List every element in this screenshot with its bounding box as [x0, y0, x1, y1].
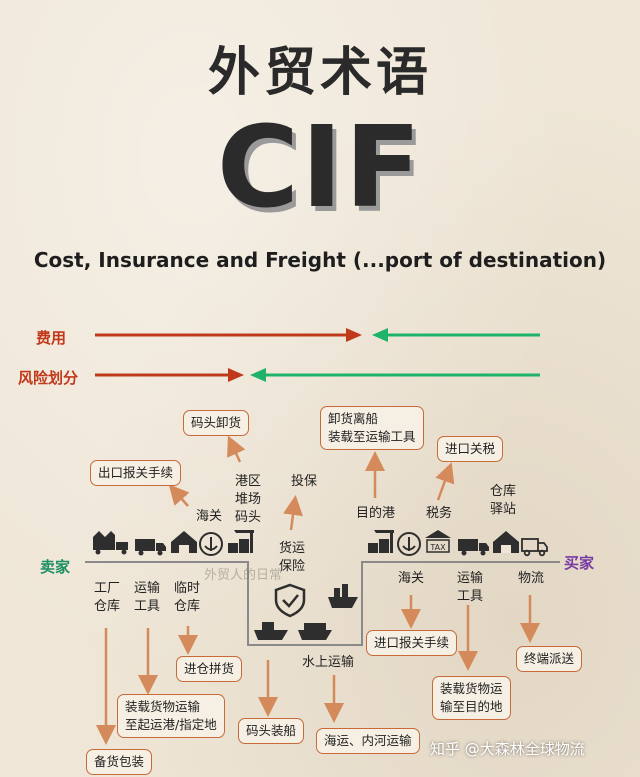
box-into-warehouse: 进仓拼货: [176, 656, 243, 682]
label-dest-transport-vehicle: 运输 工具: [457, 571, 484, 604]
box-import-declaration: 进口报关手续: [366, 630, 458, 656]
label-warehouse-station: 仓库 驿站: [490, 484, 517, 517]
page-title: 外贸术语: [207, 43, 432, 103]
label-port-yard: 港区 堆场 码头: [235, 474, 262, 525]
label-taxes: 税务: [426, 506, 453, 521]
box-dock-loading: 码头装船: [238, 718, 305, 744]
warehouse-icon: [171, 531, 197, 553]
warehouse-icon-destination: [493, 531, 519, 553]
box-export-declaration: 出口报关手续: [90, 460, 182, 486]
box-sea-river: 海运、内河运输: [316, 728, 420, 754]
truck-icon: [135, 539, 166, 556]
anchor-icon-destination: [397, 532, 421, 556]
risk-buyer-arrow: [250, 368, 540, 382]
box-load-to-port: 装载货物运输 至起运港/指定地: [117, 694, 225, 738]
legend-risk-label: 风险划分: [18, 369, 79, 387]
label-water-transport: 水上运输: [302, 655, 355, 670]
ship-icon-right: [298, 623, 332, 640]
label-logistics: 物流: [518, 571, 545, 586]
label-dest-customs: 海关: [398, 571, 425, 586]
label-temp-warehouse: 临时 仓库: [174, 581, 201, 614]
ship-icon-left: [254, 622, 288, 640]
insurance-shield-icon: [274, 583, 306, 618]
cost-seller-arrow: [95, 328, 362, 342]
box-unload-ship: 卸货离船 装载至运输工具: [320, 406, 424, 450]
label-insure: 投保: [291, 474, 318, 489]
term-full-name: Cost, Insurance and Freight (...port of …: [33, 248, 607, 272]
cargo-ship-icon: [328, 584, 358, 608]
label-destination-port: 目的港: [356, 506, 396, 521]
box-load-to-destination: 装载货物运 输至目的地: [432, 676, 511, 720]
route-line: [85, 561, 560, 646]
delivery-van-icon: [521, 538, 548, 557]
box-import-duty: 进口关税: [437, 436, 504, 462]
flow-arrows: [96, 435, 540, 745]
label-customs: 海关: [196, 509, 223, 524]
anchor-icon: [199, 532, 223, 556]
credit-text: 知乎 @大森林全球物流: [430, 740, 585, 758]
cost-buyer-arrow: [372, 328, 540, 342]
tax-building-icon: TAX: [425, 530, 451, 553]
svg-text:TAX: TAX: [429, 543, 446, 552]
box-terminal-unloading: 码头卸货: [183, 410, 250, 436]
truck-icon-destination: [458, 539, 489, 556]
port-crane-icon: [228, 530, 254, 553]
factory-icon: [93, 531, 128, 555]
legend-cost-label: 费用: [36, 329, 67, 347]
watermark: 外贸人的日常: [204, 568, 283, 583]
buyer-label: 买家: [564, 554, 595, 572]
port-crane-icon-destination: [368, 530, 394, 553]
label-freight-insurance: 货运 保险: [279, 541, 306, 574]
term-abbreviation: CIF: [216, 103, 424, 233]
box-prepare-goods: 备货包装: [86, 749, 153, 775]
box-last-mile: 终端派送: [516, 646, 583, 672]
risk-seller-arrow: [95, 368, 244, 382]
label-factory-warehouse: 工厂 仓库: [94, 581, 121, 614]
label-transport-vehicle: 运输 工具: [134, 581, 161, 614]
seller-label: 卖家: [40, 558, 71, 576]
